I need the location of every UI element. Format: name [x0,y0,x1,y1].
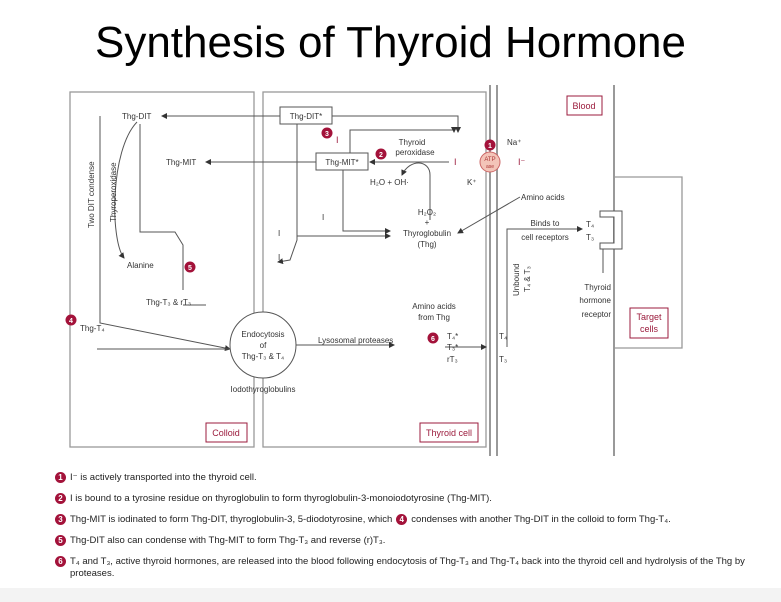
step-1-badge: 1 [488,143,492,150]
amino-acids-from-thg-label: Amino acids [412,302,456,311]
potassium-label: K⁺ [467,178,477,187]
iodide-label: I⁻ [518,157,526,167]
legend-text: Thg-DIT also can condense with Thg-MIT t… [70,535,386,546]
t3-star: T₃* [447,343,458,352]
legend-text: I⁻ is actively transported into the thyr… [70,472,257,483]
binds-to-receptors-label: Binds to [531,219,560,228]
thg-dit-star-box [279,106,333,125]
legend-item: 2 I is bound to a tyrosine residue on thy… [55,493,775,505]
target-cells-label-line2: cells [640,324,659,334]
step-5-badge: 5 [188,265,192,272]
thyroid-hormone-receptor-label: receptor [582,310,612,319]
iodine-label: I [454,157,457,167]
thg-mit: Thg-MIT [166,158,196,167]
two-dit-condense-label: Two DIT condense [87,161,96,228]
lysosomal-proteases-label: Lysosomal proteases [318,336,393,345]
amino-acids-label: Amino acids [521,193,565,202]
thg-dit: Thg-DIT [122,112,151,121]
pathway-arrows [97,113,583,351]
binds-to-receptors-label: cell receptors [521,233,569,242]
iodine-label: I [336,135,339,145]
iodine-label: I [278,229,280,238]
atpase-pump-icon [479,151,501,173]
target-cell-outline [614,176,683,349]
thyroid-synthesis-diagram: Colloid Thyroid cell Blood Target cells … [65,85,683,456]
legend-step-badge: 1 [55,472,66,483]
step-2-badge: 2 [379,152,383,159]
legend-item: 1 I⁻ is actively transported into the thy… [55,472,775,484]
colloid-label: Colloid [212,428,240,438]
legend-text: T₄ and T₃, active thyroid hormones, are … [70,556,745,579]
thyroid-cell-label: Thyroid cell [426,428,472,438]
step-legend: 1 I⁻ is actively transported into the thy… [55,472,775,589]
thg-mit-star-box [315,152,369,171]
colloid-compartment [69,91,255,448]
thyroid-hormone-receptor-label: Thyroid [584,283,611,292]
t4-star: T₄* [447,332,458,341]
endocytosis-label: Endocytosis [241,330,284,339]
sodium-label: Na⁺ [507,138,521,147]
receptor-t3: T₃ [586,233,594,242]
thg-mit-star: Thg-MIT* [325,158,358,167]
thyroglobulin: Thyroglobulin [403,229,451,238]
blood-label: Blood [572,101,595,111]
unbound-label: Unbound [512,264,521,296]
step-badge-circles [65,127,496,344]
membrane-t4: T₄ [499,332,507,341]
endocytosis-label: of [260,341,267,350]
target-cells-label: Target [636,312,662,322]
thg-label: (Thg) [417,240,436,249]
legend-step-badge: 4 [396,514,408,525]
thyroid-cell-compartment [262,91,487,448]
atpase-label: ATP [484,157,495,163]
legend-step-badge: 6 [55,556,66,567]
legend-step-badge: 2 [55,493,66,504]
water-hydroxyl-label: H₂O + OH· [370,178,409,187]
legend-text: Thg-MIT is iodinated to form Thg-DIT, th… [70,514,393,525]
endocytosis-label: Thg-T₃ & T₄ [242,352,284,361]
legend-item: 5 Thg-DIT also can condense with Thg-MIT … [55,535,775,547]
slide-title: Synthesis of Thyroid Hormone [94,18,686,67]
thyroid-hormone-receptor-label: hormone [579,296,611,305]
step-6-badge: 6 [431,336,435,343]
legend-step-badge: 5 [55,535,66,546]
thg-dit-star: Thg-DIT* [290,112,322,121]
receptor-t4: T₄ [586,220,594,229]
atpase-label: ase [486,164,494,170]
hydrogen-peroxide-label: H₂O₂ [418,208,436,217]
unbound-label: T₄ & T₃ [523,266,532,292]
legend-item: 6 T₄ and T₃, active thyroid hormones, are… [55,556,775,580]
membrane-t3: T₃ [499,355,507,364]
iodine-label: I [322,213,324,222]
slide-bottom-strip [0,588,781,602]
receptor-icon [599,210,623,250]
iodothyroglobulins-label: Iodothyroglobulins [231,385,296,394]
thyroperoxidase-label: Thyroperoxidase [109,162,118,222]
iodine-label: I [278,253,280,262]
legend-item: 3 Thg-MIT is iodinated to form Thg-DIT, t… [55,514,775,526]
step-4-badge: 4 [69,318,73,325]
legend-step-badge: 3 [55,514,66,525]
alanine: Alanine [127,261,154,270]
legend-text: I is bound to a tyrosine residue on thyr… [70,493,492,504]
rt3: rT₃ [447,355,458,364]
thyroid-peroxidase-label: Thyroid [399,138,426,147]
thyroid-peroxidase-label: peroxidase [395,148,435,157]
plus-sign: + [425,218,430,227]
thg-t4: Thg-T₄ [80,324,105,333]
thg-t3-rt3: Thg-T₃ & rT₃ [146,298,191,307]
amino-acids-from-thg-label: from Thg [418,313,450,322]
legend-text: condenses with another Thg-DIT in the co… [411,514,671,525]
endocytosis-circle [229,311,297,379]
step-3-badge: 3 [325,131,329,138]
